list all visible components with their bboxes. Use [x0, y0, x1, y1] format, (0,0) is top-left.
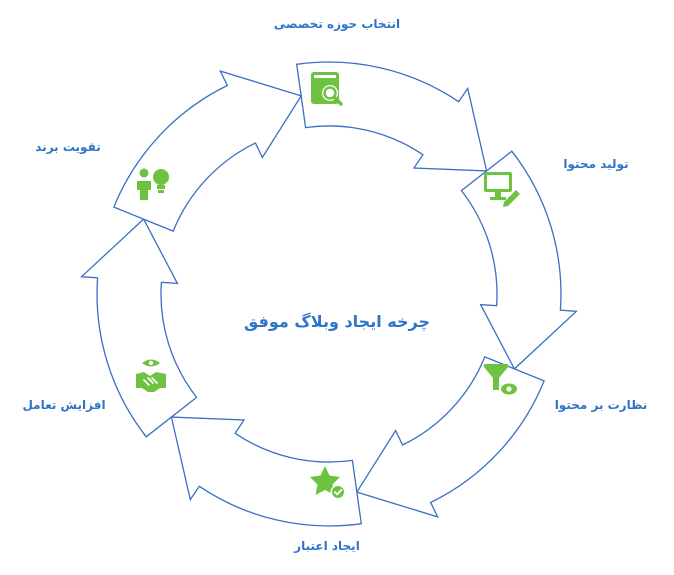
step-label-choose-niche: انتخاب حوزه تخصصی [273, 17, 401, 31]
monitor-pencil-icon [484, 172, 520, 207]
cycle-arrow [113, 70, 303, 232]
star-check-icon [310, 466, 346, 500]
person-bulb-icon [137, 168, 169, 200]
cycle-arrow [80, 218, 198, 438]
book-search-icon [311, 72, 343, 106]
step-label-content-production: تولید محتوا [563, 157, 629, 171]
cycle-arrow [295, 61, 488, 172]
cycle-arrow [460, 150, 578, 370]
step-label-build-credibility: ایجاد اعتبار [294, 539, 360, 553]
step-label-strengthen-brand: تقویت برند [35, 140, 101, 154]
filter-eye-icon [484, 364, 517, 395]
cycle-arrow [170, 416, 363, 527]
handshake-eye-icon [136, 359, 166, 392]
step-label-increase-engagement: افزایش تعامل [22, 398, 106, 412]
step-label-content-monitoring: نظارت بر محتوا [554, 398, 648, 412]
cycle-arrow [355, 356, 545, 518]
center-title: چرخه ایجاد وبلاگ موفق [244, 312, 430, 331]
